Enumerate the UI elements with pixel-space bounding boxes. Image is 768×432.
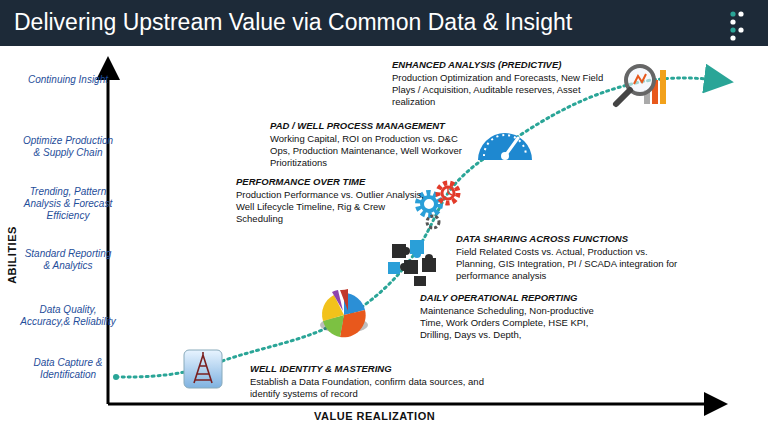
- y-axis: [107, 62, 110, 404]
- gauge-icon: [478, 133, 532, 160]
- stage-detail: Working Capital, ROI on Production vs. D…: [270, 133, 478, 169]
- stage-heading: PAD / WELL PROCESS MANAGEMENT: [270, 120, 445, 132]
- stage-heading: DAILY OPERATIONAL REPORTING: [420, 292, 577, 304]
- pie-chart-icon: [320, 289, 368, 337]
- gears-icon: [418, 183, 458, 228]
- analysis-icon: [616, 66, 666, 104]
- x-axis: [108, 403, 722, 406]
- derrick-icon: [184, 350, 222, 388]
- stage-heading: WELL IDENTITY & MASTERING: [250, 363, 392, 375]
- page-title: Delivering Upstream Value via Common Dat…: [14, 8, 572, 36]
- axis-title: VALUE REALIZATION: [314, 410, 435, 422]
- stage-detail: Maintenance Scheduling, Non-productive T…: [420, 305, 612, 341]
- ability-level: Standard Reporting & Analytics: [20, 248, 116, 272]
- stage-detail: Production Optimization and Forecasts, N…: [392, 72, 620, 108]
- puzzle-icon: [388, 240, 436, 286]
- stage-detail: Production Performance vs. Outlier Analy…: [236, 189, 432, 225]
- stage-detail: Establish a Data Foundation, confirm dat…: [250, 376, 496, 400]
- ability-level: Data Quality, Accuracy,& Reliability: [20, 304, 116, 328]
- stage-heading: DATA SHARING ACROSS FUNCTIONS: [456, 233, 628, 245]
- growth-curve: [116, 78, 716, 377]
- stage-heading: ENHANCED ANALYSIS (PREDICTIVE): [392, 59, 561, 71]
- logo: [730, 11, 743, 40]
- ability-level: Data Capture & Identification: [20, 357, 116, 381]
- ability-level: Continuing Insight: [20, 74, 116, 86]
- ability-level: Trending, Pattern Analysis & Forecast Ef…: [20, 186, 116, 222]
- stage-detail: Field Related Costs vs. Actual, Producti…: [456, 246, 678, 282]
- stage-heading: PERFORMANCE OVER TIME: [236, 176, 365, 188]
- ability-level: Optimize Production & Supply Chain: [20, 135, 116, 159]
- axis-title: ABILITIES: [6, 226, 18, 284]
